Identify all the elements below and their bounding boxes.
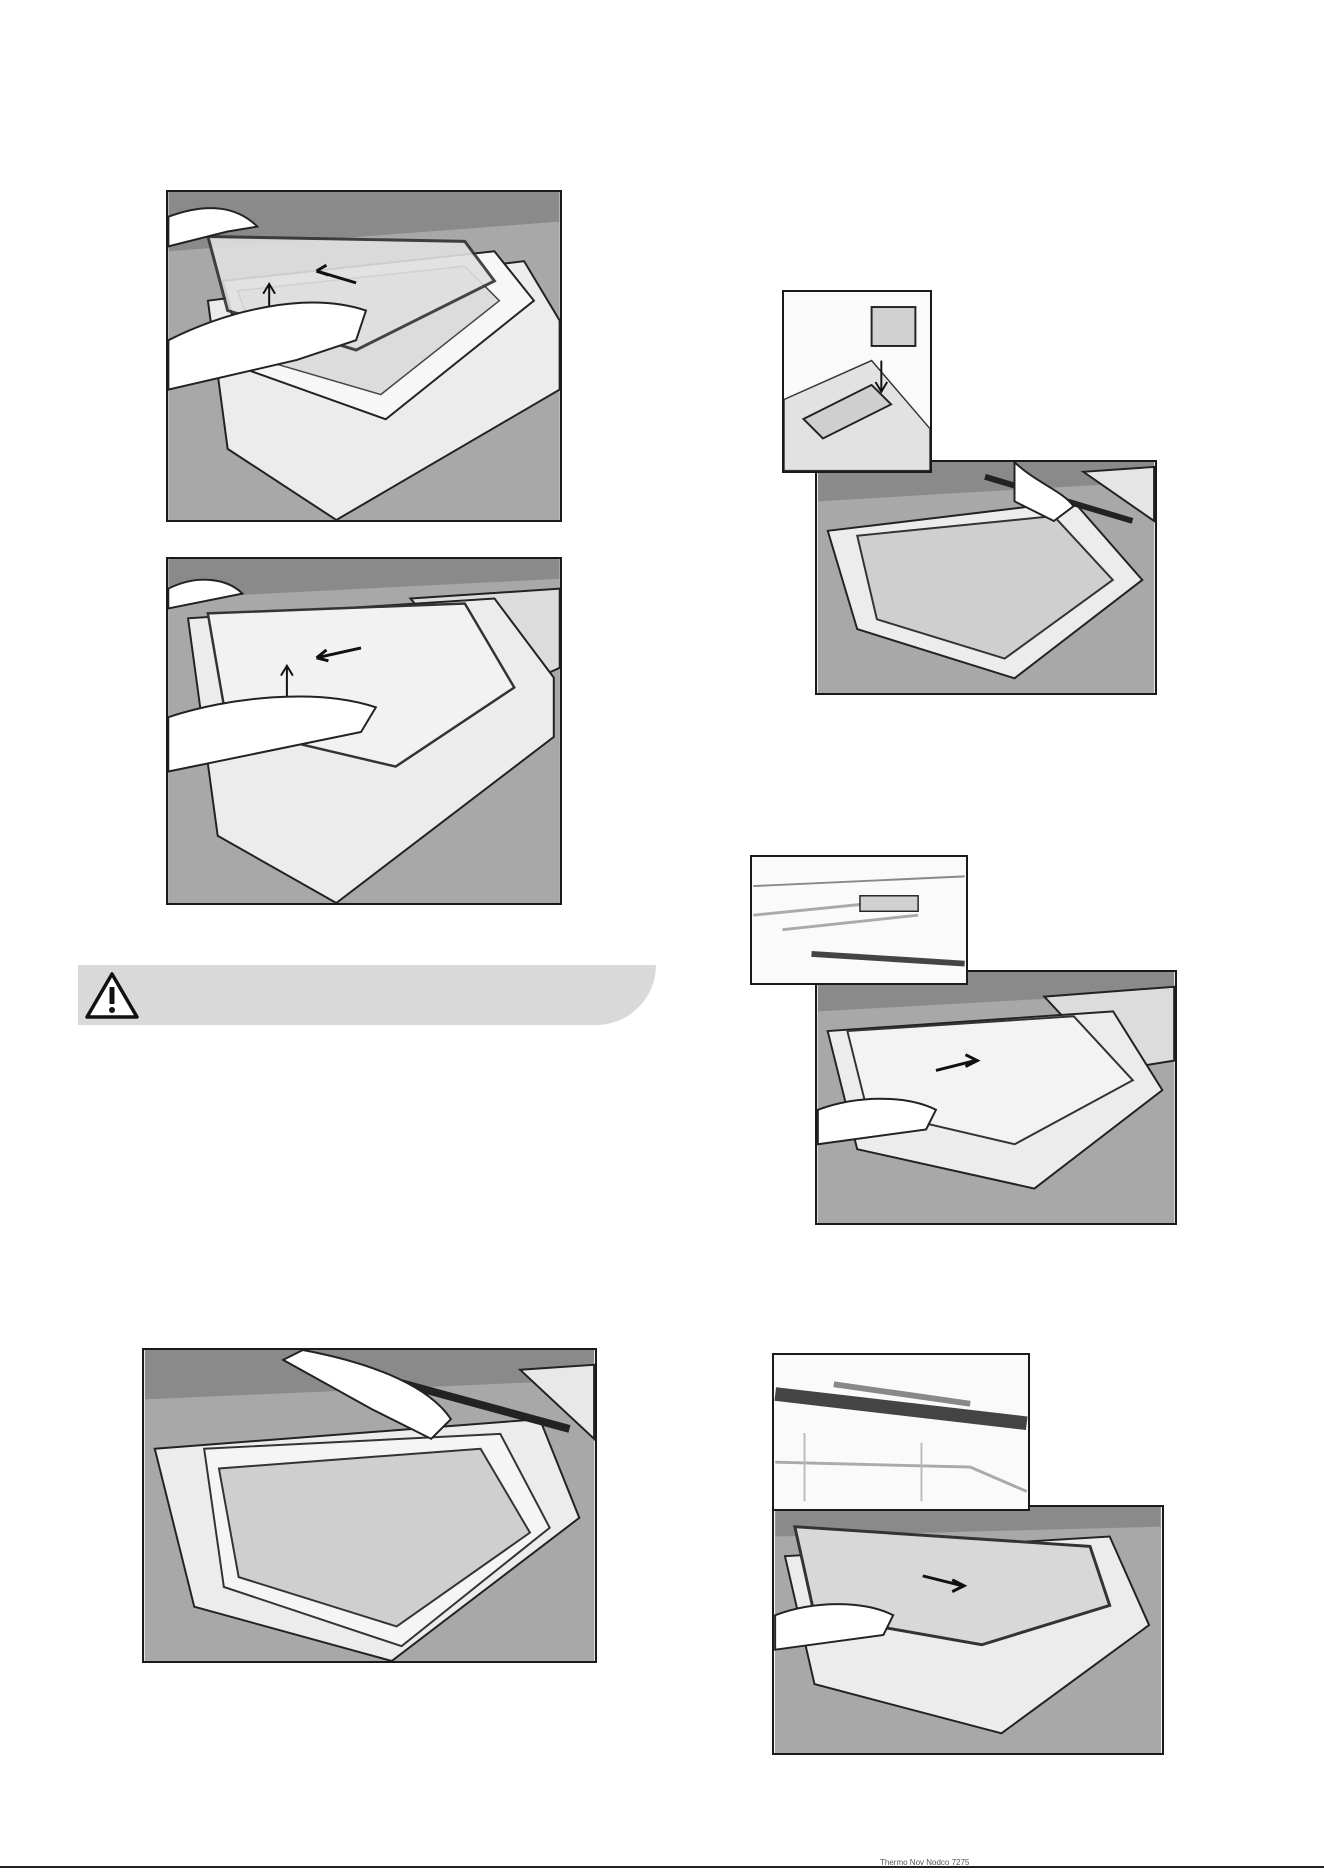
fig-remove-outer-glass xyxy=(166,190,562,522)
illustration-trim-press xyxy=(817,462,1155,693)
illustration-slide-glass xyxy=(168,559,560,903)
page-bottom-rule xyxy=(0,1866,1324,1868)
fig-fit-trim-strip-left xyxy=(782,290,932,473)
inset-trim-detail xyxy=(784,292,930,471)
fig-insert-outer-glass-main xyxy=(772,1505,1164,1755)
illustration-insert-glass xyxy=(817,972,1175,1223)
fig-fit-trim-detail xyxy=(815,460,1157,695)
illustration-insert-outer-glass xyxy=(774,1507,1162,1753)
fig-insert-inner-glass xyxy=(142,1348,597,1663)
illustration-trim-large xyxy=(144,1350,595,1661)
fig-insert-inner-glass-inset xyxy=(750,855,968,985)
fig-insert-outer-glass-inset xyxy=(772,1353,1030,1511)
illustration-lift-glass xyxy=(168,192,560,520)
fig-insert-glass-main xyxy=(815,970,1177,1225)
inset-glass-slot xyxy=(752,857,966,983)
inset-outer-glass-slot xyxy=(774,1355,1028,1509)
fig-remove-inner-glass xyxy=(166,557,562,905)
warning-triangle-icon xyxy=(84,971,140,1021)
warning-banner xyxy=(78,965,656,1025)
